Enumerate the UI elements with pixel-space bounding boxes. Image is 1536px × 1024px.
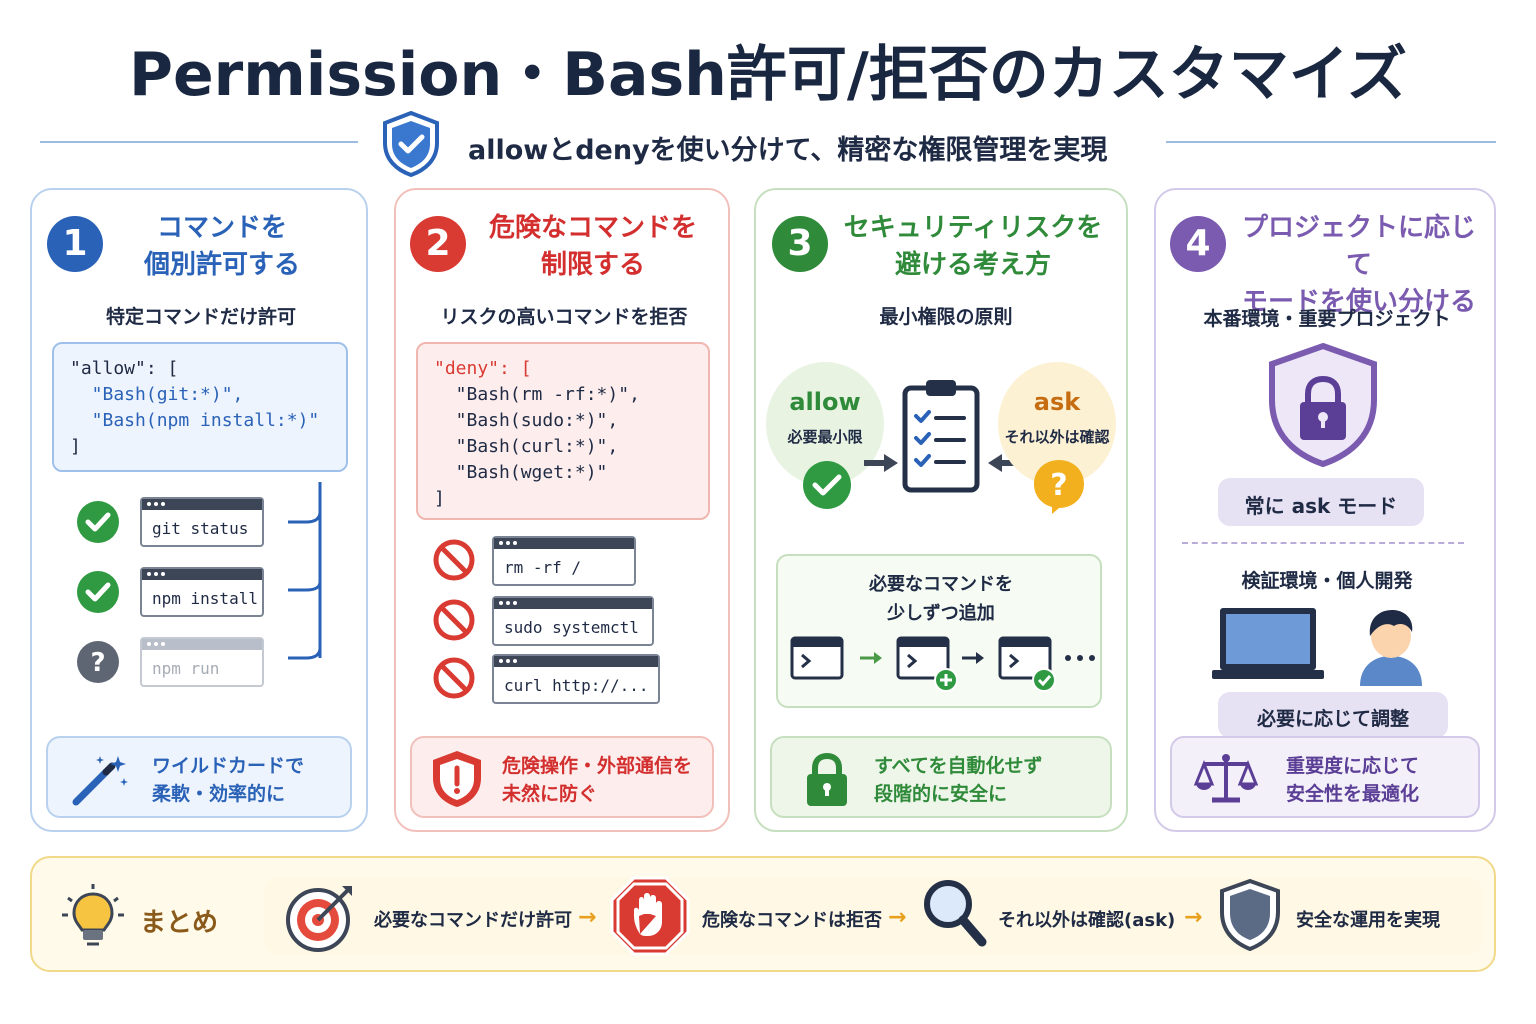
prohibited-icon — [433, 599, 475, 641]
summary-step-1: 必要なコマンドだけ許可 — [374, 910, 572, 931]
step-number-4: 4 — [1170, 216, 1226, 272]
panel-3-footer-text: すべてを自動化せず 段階的に安全に — [874, 755, 1043, 805]
deny-code-block: "deny": [ "Bash(rm -rf:*)", "Bash(sudo:*… — [416, 342, 710, 520]
panel-2-subtitle: リスクの高いコマンドを拒否 — [440, 306, 688, 328]
arrow-icon — [962, 652, 984, 664]
panel-allow: 1 コマンドを 個別許可する 特定コマンドだけ許可 "allow": [ "Ba… — [30, 188, 368, 832]
step-number-1: 1 — [47, 216, 103, 272]
check-circle-icon — [803, 461, 851, 509]
panel-2-footer: 危険操作・外部通信を 未然に防ぐ — [410, 736, 714, 818]
divider-right — [1166, 141, 1496, 143]
panel-2-title: 危険なコマンドを 制限する — [488, 213, 697, 280]
panel-1-footer: ワイルドカードで 柔軟・効率的に — [46, 736, 352, 818]
step-number-2: 2 — [410, 216, 466, 272]
panel-3-subtitle: 最小権限の原則 — [879, 306, 1013, 328]
allow-desc: 必要最小限 — [787, 428, 863, 446]
allow-label: allow — [789, 388, 861, 416]
steps-title: 必要なコマンドを 少しずつ追加 — [869, 574, 1013, 624]
shield-alert-icon — [433, 751, 481, 807]
laptop-icon — [1212, 608, 1324, 679]
panel-4-footer: 重要度に応じて 安全性を最適化 — [1170, 736, 1480, 818]
scales-icon — [1194, 754, 1258, 803]
terminal-check-icon — [998, 636, 1056, 692]
bracket-connector — [288, 482, 322, 660]
prohibited-icon — [433, 539, 475, 581]
divider-left — [40, 141, 358, 143]
terminal-npm-install: npm install — [140, 567, 264, 617]
incremental-terminals-diagram — [790, 636, 1095, 692]
svg-text:?: ? — [90, 648, 105, 678]
shield-icon — [1220, 878, 1280, 952]
panel-2-footer-text: 危険操作・外部通信を 未然に防ぐ — [502, 755, 693, 805]
panel-3-title: セキュリティリスクを 避ける考え方 — [843, 213, 1103, 280]
panel-4-footer-text: 重要度に応じて 安全性を最適化 — [1286, 755, 1420, 805]
lock-icon — [807, 752, 847, 806]
lightbulb-icon — [62, 884, 124, 946]
allow-code-block: "allow": [ "Bash(git:*)", "Bash(npm inst… — [52, 342, 348, 472]
incremental-steps-box: 必要なコマンドを 少しずつ追加 — [776, 554, 1102, 708]
question-bubble-icon: ? — [1034, 460, 1084, 514]
panel-1-footer-text: ワイルドカードで 柔軟・効率的に — [152, 755, 305, 805]
ask-label: ask — [1033, 388, 1081, 416]
target-icon — [286, 886, 352, 952]
ask-desc: それ以外は確認 — [1004, 428, 1110, 446]
magnifier-icon — [924, 880, 987, 947]
prod-env-label: 本番環境・重要プロジェクト — [1203, 308, 1451, 330]
arrow-right-icon: → — [578, 905, 597, 930]
check-circle-icon — [77, 501, 119, 543]
dev-mode-badge: 必要に応じて調整 — [1218, 692, 1448, 738]
summary-bar: まとめ 必要なコマンドだけ許可 → 危険なコマンドは拒否 → それ以外は確認(a… — [30, 856, 1496, 972]
arrow-right-icon — [864, 454, 898, 472]
arrow-right-icon: → — [1184, 905, 1203, 930]
summary-label: まとめ — [140, 908, 219, 938]
magic-wand-icon — [72, 756, 128, 806]
prohibited-icon — [433, 657, 475, 699]
terminal-add-icon — [896, 636, 958, 692]
step-number-3: 3 — [772, 216, 828, 272]
page-subtitle: allowとdenyを使い分けて、精密な権限管理を実現 — [468, 135, 1108, 166]
arrow-icon — [860, 652, 882, 664]
summary-step-3: それ以外は確認(ask) — [998, 910, 1176, 931]
panel-1-subtitle: 特定コマンドだけ許可 — [105, 306, 296, 328]
panel-3-footer: すべてを自動化せず 段階的に安全に — [770, 736, 1112, 818]
terminal-curl: curl http://... — [492, 654, 660, 704]
panel-1-title: コマンドを 個別許可する — [143, 213, 300, 280]
dev-env-label: 検証環境・個人開発 — [1241, 570, 1413, 592]
person-icon — [1360, 610, 1422, 686]
panel-principle: 3 セキュリティリスクを 避ける考え方 最小権限の原則 allow 必要最小限 … — [754, 188, 1128, 832]
arrow-right-icon: → — [888, 905, 907, 930]
ellipsis-icon — [1065, 655, 1095, 661]
panel-4-divider — [1182, 542, 1464, 544]
panel-4-title: プロジェクトに応じて モードを使い分ける — [1241, 213, 1476, 317]
subtitle-row: allowとdenyを使い分けて、精密な権限管理を実現 — [40, 110, 1496, 180]
summary-step-4: 安全な運用を実現 — [1296, 910, 1440, 931]
prod-mode-badge: 常に ask モード — [1218, 478, 1424, 526]
svg-text:?: ? — [1050, 468, 1067, 503]
check-circle-icon — [77, 571, 119, 613]
shield-check-icon — [383, 110, 439, 178]
page-title: Permission・Bash許可/拒否のカスタマイズ — [128, 40, 1408, 110]
clipboard-checklist-icon — [902, 380, 980, 493]
question-circle-icon: ? — [77, 641, 119, 683]
summary-step-2: 危険なコマンドは拒否 — [702, 910, 882, 931]
terminal-rm-rf: rm -rf / — [492, 536, 636, 586]
shield-lock-icon — [1269, 342, 1377, 468]
terminal-git-status: git status — [140, 497, 264, 547]
terminal-npm-run: npm run — [140, 637, 264, 687]
panel-modes: 4 プロジェクトに応じて モードを使い分ける 本番環境・重要プロジェクト 常に … — [1154, 188, 1496, 832]
stop-hand-icon — [610, 876, 690, 956]
terminal-icon — [790, 636, 844, 680]
terminal-sudo-systemctl: sudo systemctl — [492, 596, 654, 646]
panel-deny: 2 危険なコマンドを 制限する リスクの高いコマンドを拒否 "deny": [ … — [394, 188, 730, 832]
